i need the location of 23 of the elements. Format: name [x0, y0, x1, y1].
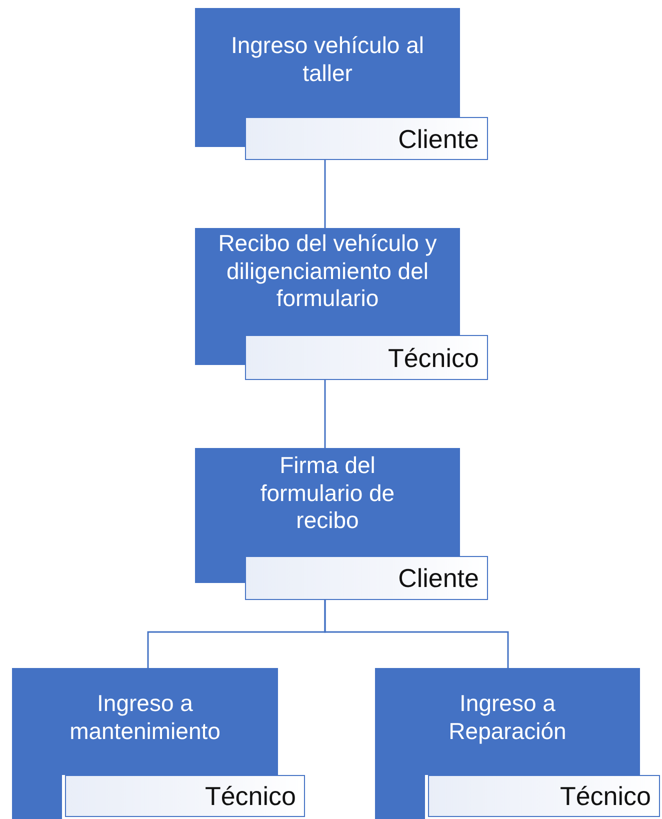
role-label: Cliente: [398, 126, 479, 152]
role-box: [428, 775, 660, 817]
role-label: Cliente: [398, 565, 479, 591]
step-title: Firma del formulario de recibo: [259, 452, 396, 535]
step-title: Ingreso a Reparación: [448, 690, 568, 746]
role-label: Técnico: [388, 344, 479, 370]
process-box: [195, 8, 460, 117]
role-label: Técnico: [560, 783, 651, 809]
step-title: Ingreso a mantenimiento: [68, 690, 222, 746]
process-box: [12, 668, 278, 775]
role-box: [65, 775, 305, 817]
role-box: [245, 117, 488, 160]
step-title: Ingreso vehículo al taller: [230, 32, 426, 88]
process-box: [195, 228, 460, 335]
connector-line: [324, 160, 326, 228]
role-label: Técnico: [204, 783, 296, 809]
process-box: [375, 668, 640, 775]
connector-line: [324, 380, 326, 448]
connector-line: [324, 600, 509, 668]
role-box: [245, 335, 488, 380]
role-box: [245, 556, 488, 600]
process-box: [195, 448, 460, 556]
step-title: Recibo del vehículo y diligenciamiento del formulario: [217, 230, 438, 313]
